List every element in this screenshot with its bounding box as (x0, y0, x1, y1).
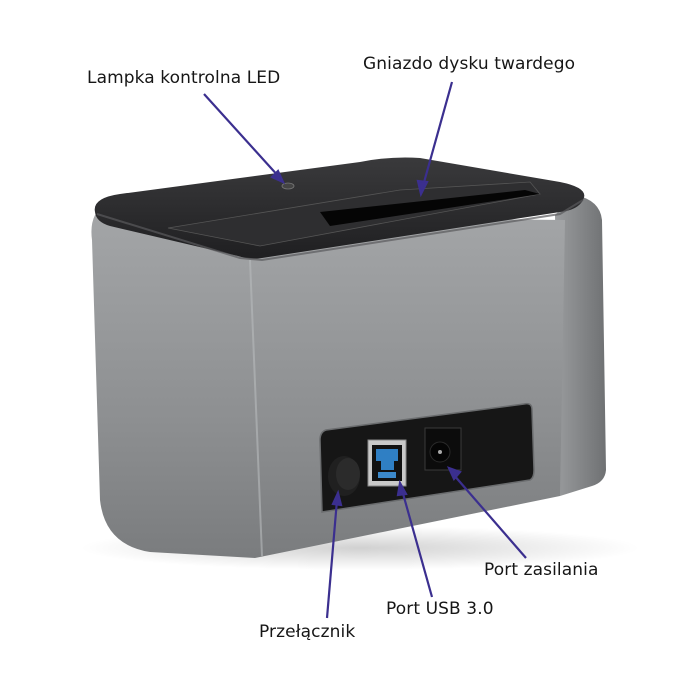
arrow-switch-head (331, 489, 343, 507)
label-drive-slot: Gniazdo dysku twardego (363, 54, 576, 74)
arrow-power (452, 473, 527, 559)
arrow-power-head (446, 466, 462, 482)
label-usb-port: Port USB 3.0 (386, 599, 494, 619)
label-switch: Przełącznik (259, 622, 356, 642)
arrow-slot (421, 81, 454, 187)
label-power-port: Port zasilania (484, 560, 599, 580)
arrow-slot-head (416, 179, 429, 198)
led-indicator (281, 182, 295, 190)
arrow-switch (325, 499, 339, 619)
drive-slot-opening (320, 190, 540, 226)
label-led: Lampka kontrolna LED (87, 68, 281, 88)
arrow-usb-head (396, 479, 408, 497)
arrow-usb (400, 489, 434, 598)
arrow-led-head (270, 169, 286, 185)
callout-arrows (203, 81, 527, 619)
arrow-led (203, 93, 281, 179)
device-side-face (555, 195, 606, 496)
